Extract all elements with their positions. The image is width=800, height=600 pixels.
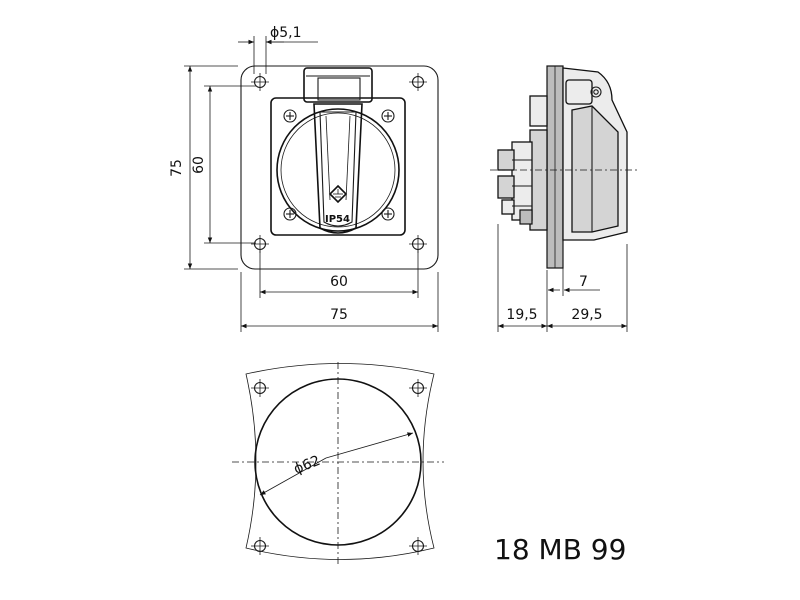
inner-screws — [283, 109, 395, 221]
dim-height-outer: 75 — [169, 65, 238, 270]
dim-height-inner: 60 — [191, 85, 256, 244]
cutout-holes — [251, 379, 427, 555]
svg-text:60: 60 — [330, 274, 348, 290]
mounting-holes — [251, 73, 427, 253]
side-view: 7 19,5 29,5 — [490, 65, 640, 332]
ip-rating-label: IP54 — [325, 214, 350, 225]
hinge-block — [303, 67, 373, 103]
cutout-diameter-label: ϕ62 — [292, 453, 323, 478]
svg-text:75: 75 — [330, 307, 348, 323]
cutout-outline — [245, 363, 435, 560]
cutout-view: ϕ62 — [232, 362, 444, 566]
ground-symbol — [328, 184, 348, 204]
dim-depth-front: 7 — [546, 242, 600, 332]
inner-frame — [270, 97, 406, 236]
svg-text:7: 7 — [579, 274, 588, 290]
dim-hole-diameter: ϕ5,1 — [238, 25, 318, 74]
dim-width-outer: 75 — [240, 272, 439, 332]
svg-text:75: 75 — [169, 159, 185, 177]
socket-body — [276, 108, 400, 232]
dim-width-inner: 60 — [259, 250, 419, 298]
dim-depth-total: 19,5 29,5 — [497, 224, 628, 332]
lid-latch — [313, 103, 363, 234]
dim-depth-total-label: 29,5 — [571, 307, 602, 323]
side-hinge — [565, 79, 602, 105]
front-view: IP54 ϕ5,1 — [169, 25, 439, 332]
dim-depth-behind-label: 19,5 — [506, 307, 537, 323]
svg-text:ϕ5,1: ϕ5,1 — [270, 25, 302, 41]
svg-text:60: 60 — [191, 156, 207, 174]
side-rear-body — [497, 95, 548, 231]
product-code: 18 MB 99 — [494, 533, 626, 566]
outer-flange — [240, 65, 439, 270]
